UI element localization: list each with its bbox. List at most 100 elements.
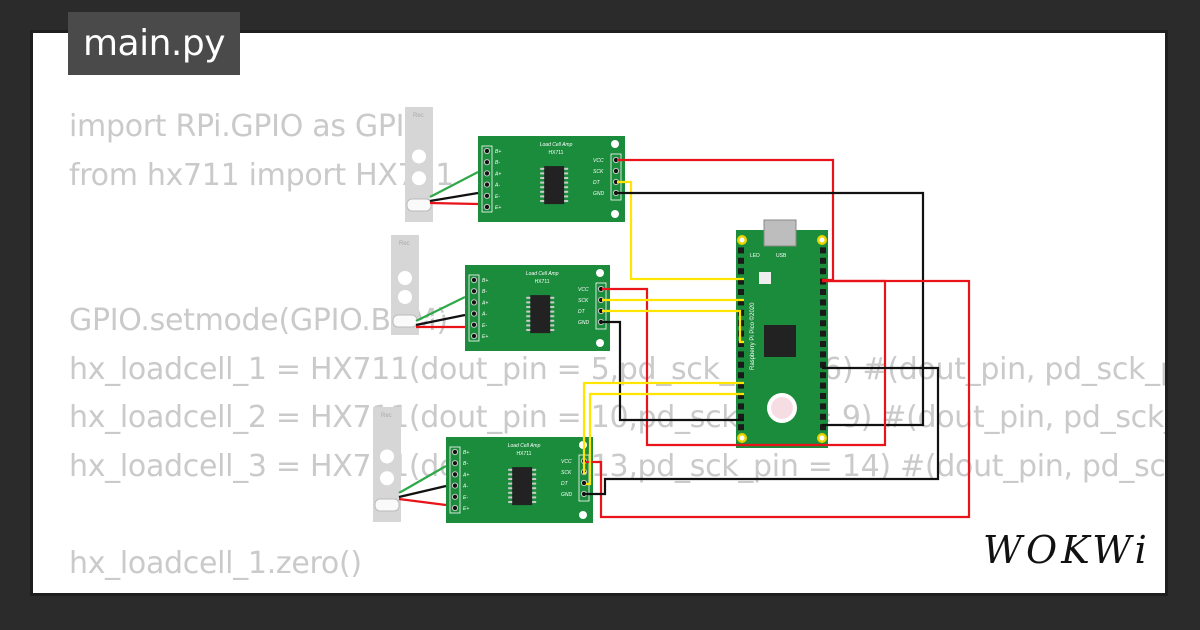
- wire-red: [429, 201, 479, 206]
- hx711-right-header: [610, 153, 622, 201]
- hx711-chip: [530, 295, 551, 334]
- code-line: from hx711 import HX711: [69, 157, 454, 193]
- pico-label: Raspberry Pi Pico ©2020: [749, 302, 756, 370]
- mount-hole: [611, 210, 619, 218]
- chip-pin: [508, 496, 513, 499]
- hx711-pin-label: SCK: [561, 470, 572, 476]
- pico-pin: [820, 403, 826, 410]
- hx711-pin: [451, 460, 459, 467]
- hx711-title: Load Cell Amp: [508, 443, 541, 449]
- hx711-chip-label: HX711: [517, 451, 532, 457]
- hx711-board: Load Cell AmpHX711B+B-A+A-E-E+VCCSCKDTGN…: [465, 265, 610, 351]
- pico-pin: [738, 393, 744, 399]
- hx711-pin-label: DT: [561, 481, 569, 487]
- chip-pin: [550, 315, 555, 318]
- pico-pin: [820, 309, 826, 316]
- hx711-pin: [612, 167, 620, 175]
- chip-pin: [550, 306, 555, 309]
- pico-usb-label: USB: [776, 253, 787, 259]
- wire-black-gnd1: [617, 191, 925, 427]
- wire-yellow-sck3: [582, 381, 744, 475]
- pico-pin: [738, 268, 744, 275]
- pico-board: USB LED Raspberry Pi Pico ©2020: [736, 219, 828, 448]
- pico-pin: [820, 247, 826, 254]
- wire-white: [429, 181, 479, 201]
- hx711-pin: [483, 181, 491, 188]
- hx711-pin-label: E-: [482, 323, 487, 329]
- file-tab[interactable]: main.py: [68, 12, 240, 75]
- hx711-pin: [451, 482, 459, 489]
- pico-pin: [738, 299, 744, 306]
- hx711-left-header: [468, 274, 480, 342]
- hx711-pin-label: B-: [482, 289, 487, 295]
- hx711-pin: [451, 493, 459, 500]
- code-line: GPIO.setmode(GPIO.BCM): [69, 303, 448, 338]
- code-line: hx_loadcell_1.zero(): [69, 545, 362, 581]
- load-cell: Rec: [391, 235, 419, 335]
- wokwi-logo: WOKWi: [975, 528, 1147, 576]
- hx711-pin: [470, 288, 478, 295]
- pico-pin: [820, 372, 826, 379]
- load-cell-hole: [412, 149, 426, 164]
- hx711-pin: [451, 504, 459, 512]
- hx711-board: Load Cell AmpHX711B+B-A+A-E-E+VCCSCKDTGN…: [478, 136, 625, 222]
- pico-pin: [820, 330, 826, 337]
- chip-pin: [540, 167, 545, 170]
- hx711-pin: [470, 332, 478, 340]
- chip-pin: [550, 301, 555, 304]
- load-cell-label: Rec: [413, 113, 424, 119]
- mount-hole: [611, 140, 619, 148]
- chip-pin: [526, 329, 531, 332]
- load-cell: Rec: [373, 407, 401, 522]
- pico-led-label: LED: [750, 253, 760, 259]
- pico-pin: [738, 361, 744, 368]
- chip-pin: [550, 329, 555, 332]
- pico-pin: [820, 257, 826, 264]
- chip-pin: [540, 177, 545, 180]
- wokwi-logo-text: WOKWi: [983, 528, 1151, 572]
- chip-pin: [564, 177, 569, 180]
- chip-pin: [540, 172, 545, 175]
- mount-hole: [596, 339, 604, 347]
- hx711-pin-label: E+: [495, 205, 501, 211]
- pico-pin: [738, 257, 744, 264]
- hx711-pin: [483, 159, 491, 166]
- chip-pin: [532, 496, 537, 499]
- hx711-pin-label: A+: [494, 171, 501, 177]
- hx711-pin-label: B-: [495, 160, 500, 166]
- hx711-pin-label: DT: [578, 309, 586, 315]
- chip-pin: [508, 478, 513, 481]
- hx711-pin: [451, 448, 459, 456]
- chip-pin: [540, 190, 545, 193]
- hx711-chip: [544, 166, 565, 205]
- pico-mount-hole-center: [819, 435, 825, 441]
- hx711-pin-label: SCK: [578, 298, 589, 304]
- load-cell-hole: [380, 449, 394, 464]
- load-cell-hole: [398, 290, 412, 304]
- hx711-chip-label: HX711: [549, 150, 564, 156]
- chip-pin: [564, 186, 569, 189]
- hx711-pin: [580, 479, 588, 487]
- chip-pin: [532, 482, 537, 485]
- pico-mount-hole-center: [739, 237, 745, 243]
- chip-pin: [526, 324, 531, 327]
- wire-yellow-dt3: [586, 392, 744, 486]
- hx711-pin: [580, 490, 588, 498]
- hx711-pin-label: VCC: [578, 287, 589, 293]
- load-cell-label: Rec: [381, 413, 392, 419]
- chip-pin: [508, 468, 513, 471]
- hx711-pin-label: B-: [463, 461, 468, 467]
- wire-black: [429, 191, 479, 203]
- bootsel-button: [759, 272, 771, 284]
- chip-pin: [550, 310, 555, 313]
- pico-pin: [738, 382, 744, 389]
- pico-pin: [820, 289, 826, 295]
- hx711-pin: [470, 276, 478, 284]
- pico-mount-hole-center: [819, 237, 825, 243]
- wire-black-gnd3: [586, 366, 940, 496]
- wire-black-gnd2: [602, 320, 744, 422]
- chip-pin: [508, 482, 513, 485]
- hx711-pin-label: DT: [593, 180, 601, 186]
- chip-pin: [526, 310, 531, 313]
- hx711-pin: [470, 321, 478, 328]
